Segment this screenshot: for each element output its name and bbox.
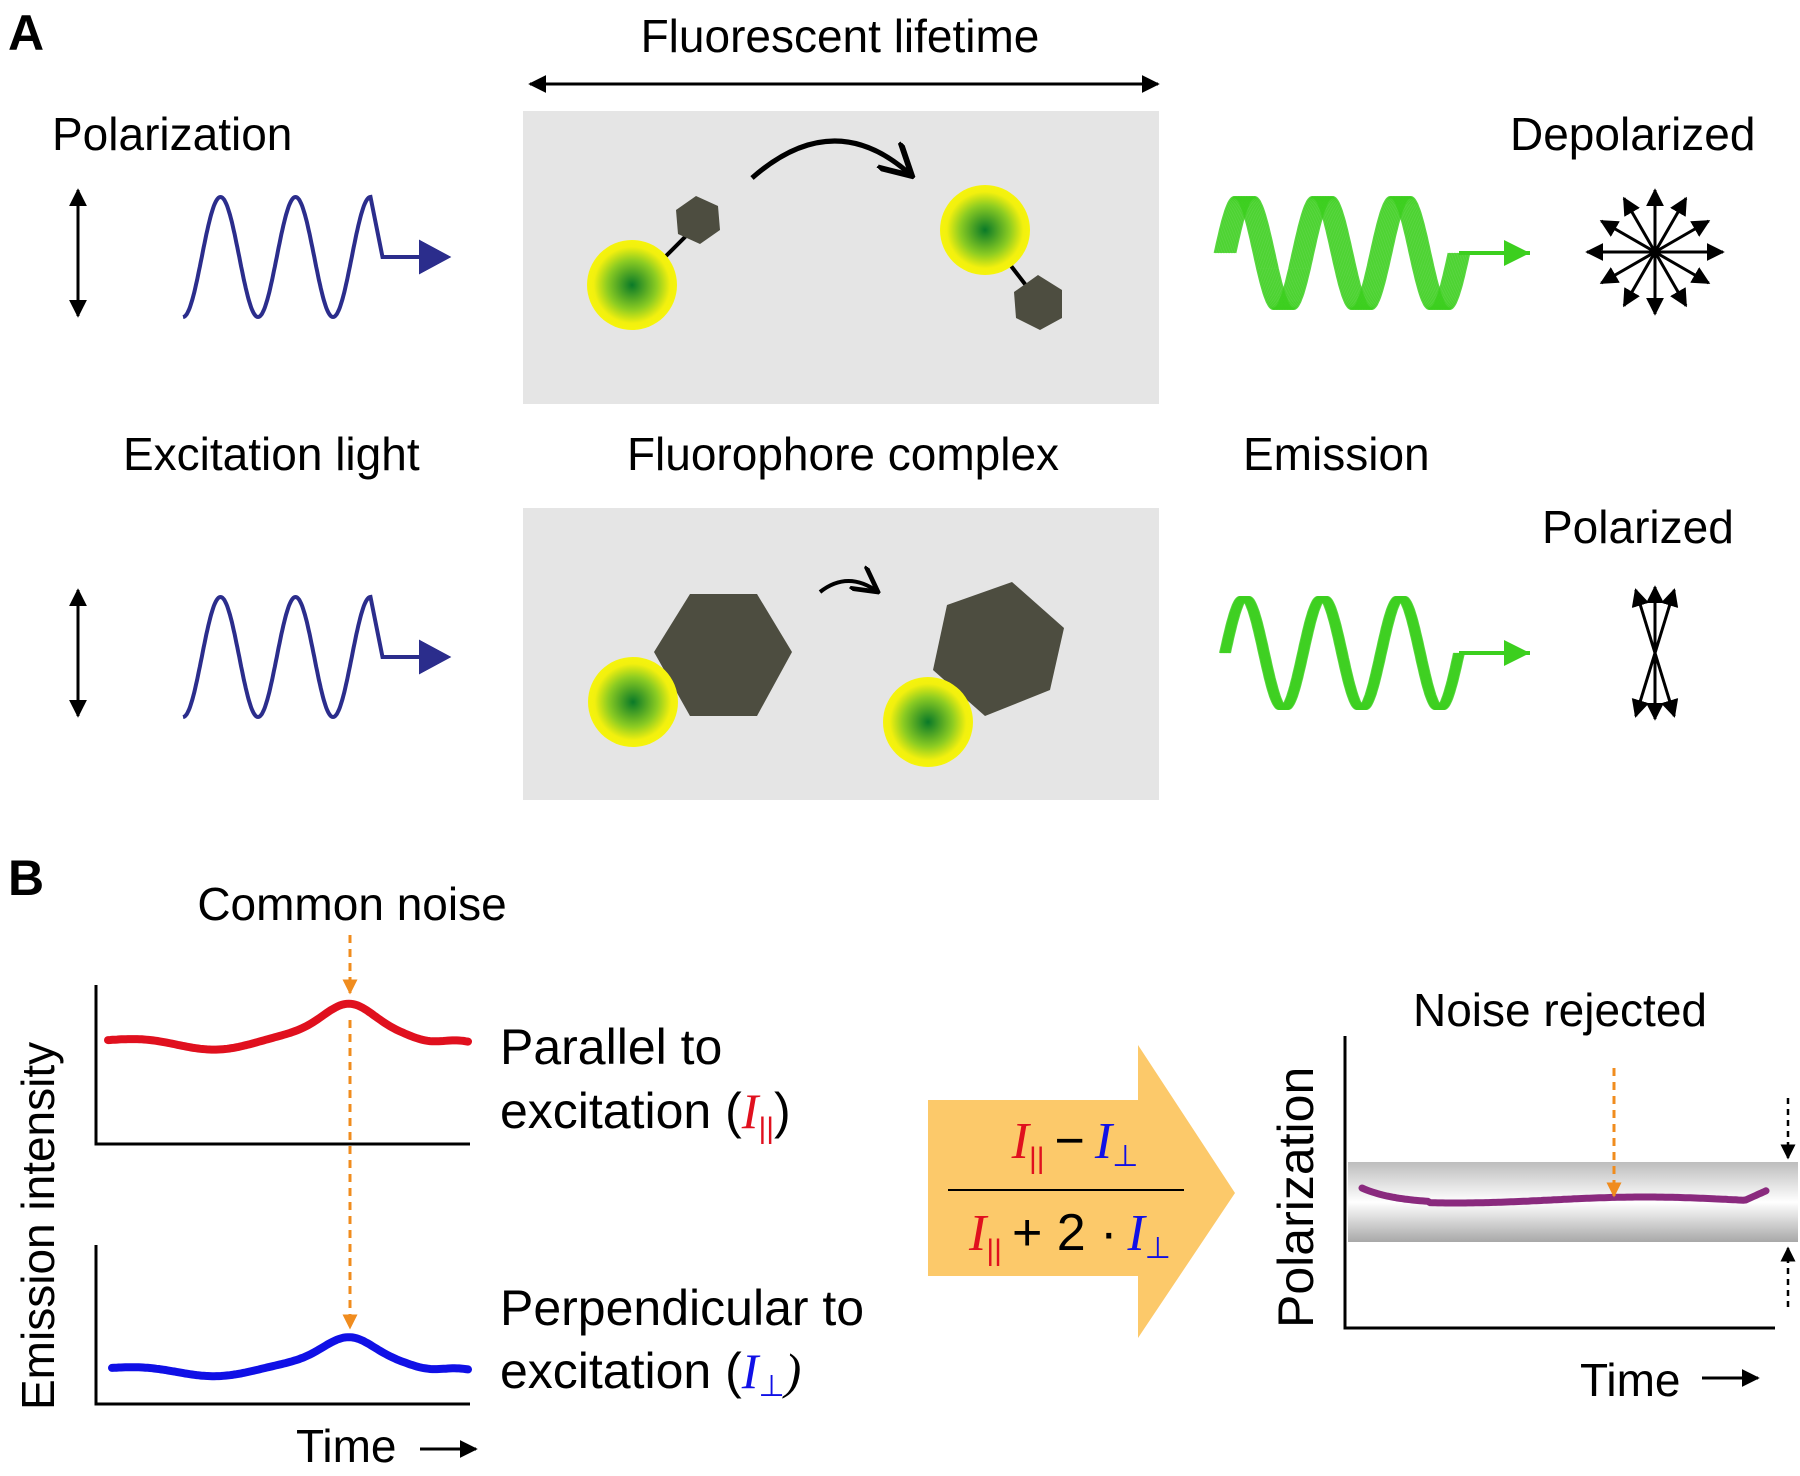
large-hexagon-before <box>654 594 792 716</box>
parallel-subscript: || <box>758 1112 774 1145</box>
formula-num-sub-parallel: || <box>1029 1142 1045 1175</box>
emission-wave-strand <box>1218 195 1455 311</box>
emission-wave-strand <box>1220 195 1456 311</box>
excitation-wave-top <box>182 194 452 320</box>
perpendicular-close-paren: ) <box>782 1343 802 1399</box>
formula-arrow <box>928 1045 1235 1338</box>
emission-label: Emission <box>1243 428 1430 480</box>
emission-wave-strand <box>1229 195 1466 311</box>
panel-a-letter: A <box>8 5 44 61</box>
small-hexagon-after <box>1014 275 1062 330</box>
perpendicular-subscript: ⊥ <box>758 1370 784 1403</box>
rotation-arrow-small <box>818 581 878 592</box>
perpendicular-plot-axes <box>94 1245 470 1406</box>
emission-wave-strand <box>1229 595 1465 711</box>
parallel-label-line2: excitation (I||) <box>500 1083 791 1145</box>
fluorophore-complex-before-rotation-top <box>587 196 720 330</box>
parallel-plot-axes <box>94 985 470 1146</box>
emission-wave-strand <box>1231 195 1468 311</box>
polarization-axis-label: Polarization <box>1268 1067 1324 1328</box>
emission-wave-strand <box>1224 195 1461 311</box>
perpendicular-symbol: I <box>741 1343 761 1399</box>
emission-wave-strand <box>1221 195 1458 311</box>
left-time-axis-label: Time <box>296 1420 478 1472</box>
fluorophore-after-bottom <box>883 677 973 767</box>
large-hexagon-after <box>933 582 1064 716</box>
emission-wave-strand <box>1223 195 1460 311</box>
excitation-wave-bottom <box>182 594 452 720</box>
perpendicular-label-line1: Perpendicular to <box>500 1280 864 1336</box>
fluorophore-complex-after-rotation-top <box>940 185 1062 330</box>
formula-denominator: I||+ 2 ·I⊥ <box>968 1204 1171 1267</box>
small-hexagon-before <box>676 196 720 244</box>
polarized-arrow <box>1631 588 1679 718</box>
parallel-label-line1: Parallel to <box>500 1019 722 1075</box>
emission-wave-strand <box>1234 195 1471 311</box>
formula-den-i-perp: I <box>1126 1205 1147 1262</box>
formula-minus: − <box>1055 1112 1085 1170</box>
parallel-intensity-trace <box>104 999 472 1054</box>
fluorophore-before-top <box>587 240 677 330</box>
emission-wave-strand <box>1213 195 1450 311</box>
emission-wave-strand <box>1228 195 1464 311</box>
right-time-axis-label: Time <box>1580 1354 1760 1406</box>
parallel-close-paren: ) <box>774 1083 791 1139</box>
formula-plus-two: + 2 · <box>1012 1204 1118 1262</box>
excitation-arrowhead <box>419 239 452 275</box>
left-time-label: Time <box>296 1420 397 1471</box>
polarization-label: Polarization <box>52 108 292 160</box>
emission-wave-strand <box>1215 195 1452 311</box>
depolarized-arrow <box>1599 219 1711 285</box>
fluorophore-complex-before-rotation-bottom <box>588 594 792 747</box>
emission-wave-strand <box>1226 195 1463 311</box>
emission-arrowhead <box>1504 640 1530 666</box>
polarization-plot-axes <box>1343 1036 1775 1330</box>
formula-num-i-parallel: I <box>1011 1113 1032 1170</box>
emission-wave-strand <box>1232 195 1469 311</box>
panel-b-letter: B <box>8 850 44 906</box>
common-noise-label: Common noise <box>197 878 506 930</box>
polarization-trace <box>1358 1184 1770 1207</box>
depolarized-label: Depolarized <box>1510 108 1755 160</box>
fluorophore-box-bottom <box>523 508 1159 800</box>
parallel-excitation-text: excitation ( <box>500 1083 742 1139</box>
right-time-label: Time <box>1580 1354 1681 1406</box>
excitation-light-label: Excitation light <box>123 428 420 480</box>
parallel-symbol: I <box>741 1083 761 1139</box>
emission-wave-top <box>1213 195 1530 311</box>
perpendicular-intensity-trace <box>108 1333 472 1381</box>
formula-den-sub-perp: ⊥ <box>1145 1232 1171 1265</box>
polarized-label: Polarized <box>1542 501 1734 553</box>
perpendicular-excitation-text: excitation ( <box>500 1343 742 1399</box>
formula-numerator: I||−I⊥ <box>1011 1112 1139 1175</box>
rotation-arrow-large <box>750 138 912 178</box>
fluorophore-complex-after-rotation-bottom <box>883 582 1064 767</box>
polarization-formula: I||−I⊥ I||+ 2 ·I⊥ <box>948 1112 1184 1267</box>
fluorophore-before-bottom <box>588 657 678 747</box>
fluorophore-complex-label: Fluorophore complex <box>627 428 1059 480</box>
emission-arrowhead <box>1504 240 1530 266</box>
emission-wave-bottom <box>1219 595 1530 711</box>
formula-num-i-perp: I <box>1094 1113 1115 1170</box>
emission-intensity-axis-label: Emission intensity <box>12 1042 64 1410</box>
formula-den-i-parallel: I <box>968 1205 989 1262</box>
excitation-arrowhead <box>419 639 452 675</box>
fluorophore-after-top <box>940 185 1030 275</box>
emission-wave-strand <box>1216 195 1453 311</box>
noise-rejected-label: Noise rejected <box>1413 984 1707 1036</box>
fluorescent-lifetime-label: Fluorescent lifetime <box>641 10 1040 62</box>
formula-den-sub-parallel: || <box>986 1234 1002 1267</box>
perpendicular-label-line2: excitation (I⊥) <box>500 1343 801 1403</box>
polarized-arrows-icon <box>1631 585 1679 721</box>
formula-num-sub-perp: ⊥ <box>1112 1140 1138 1173</box>
depolarized-arrows-icon <box>1585 188 1725 316</box>
